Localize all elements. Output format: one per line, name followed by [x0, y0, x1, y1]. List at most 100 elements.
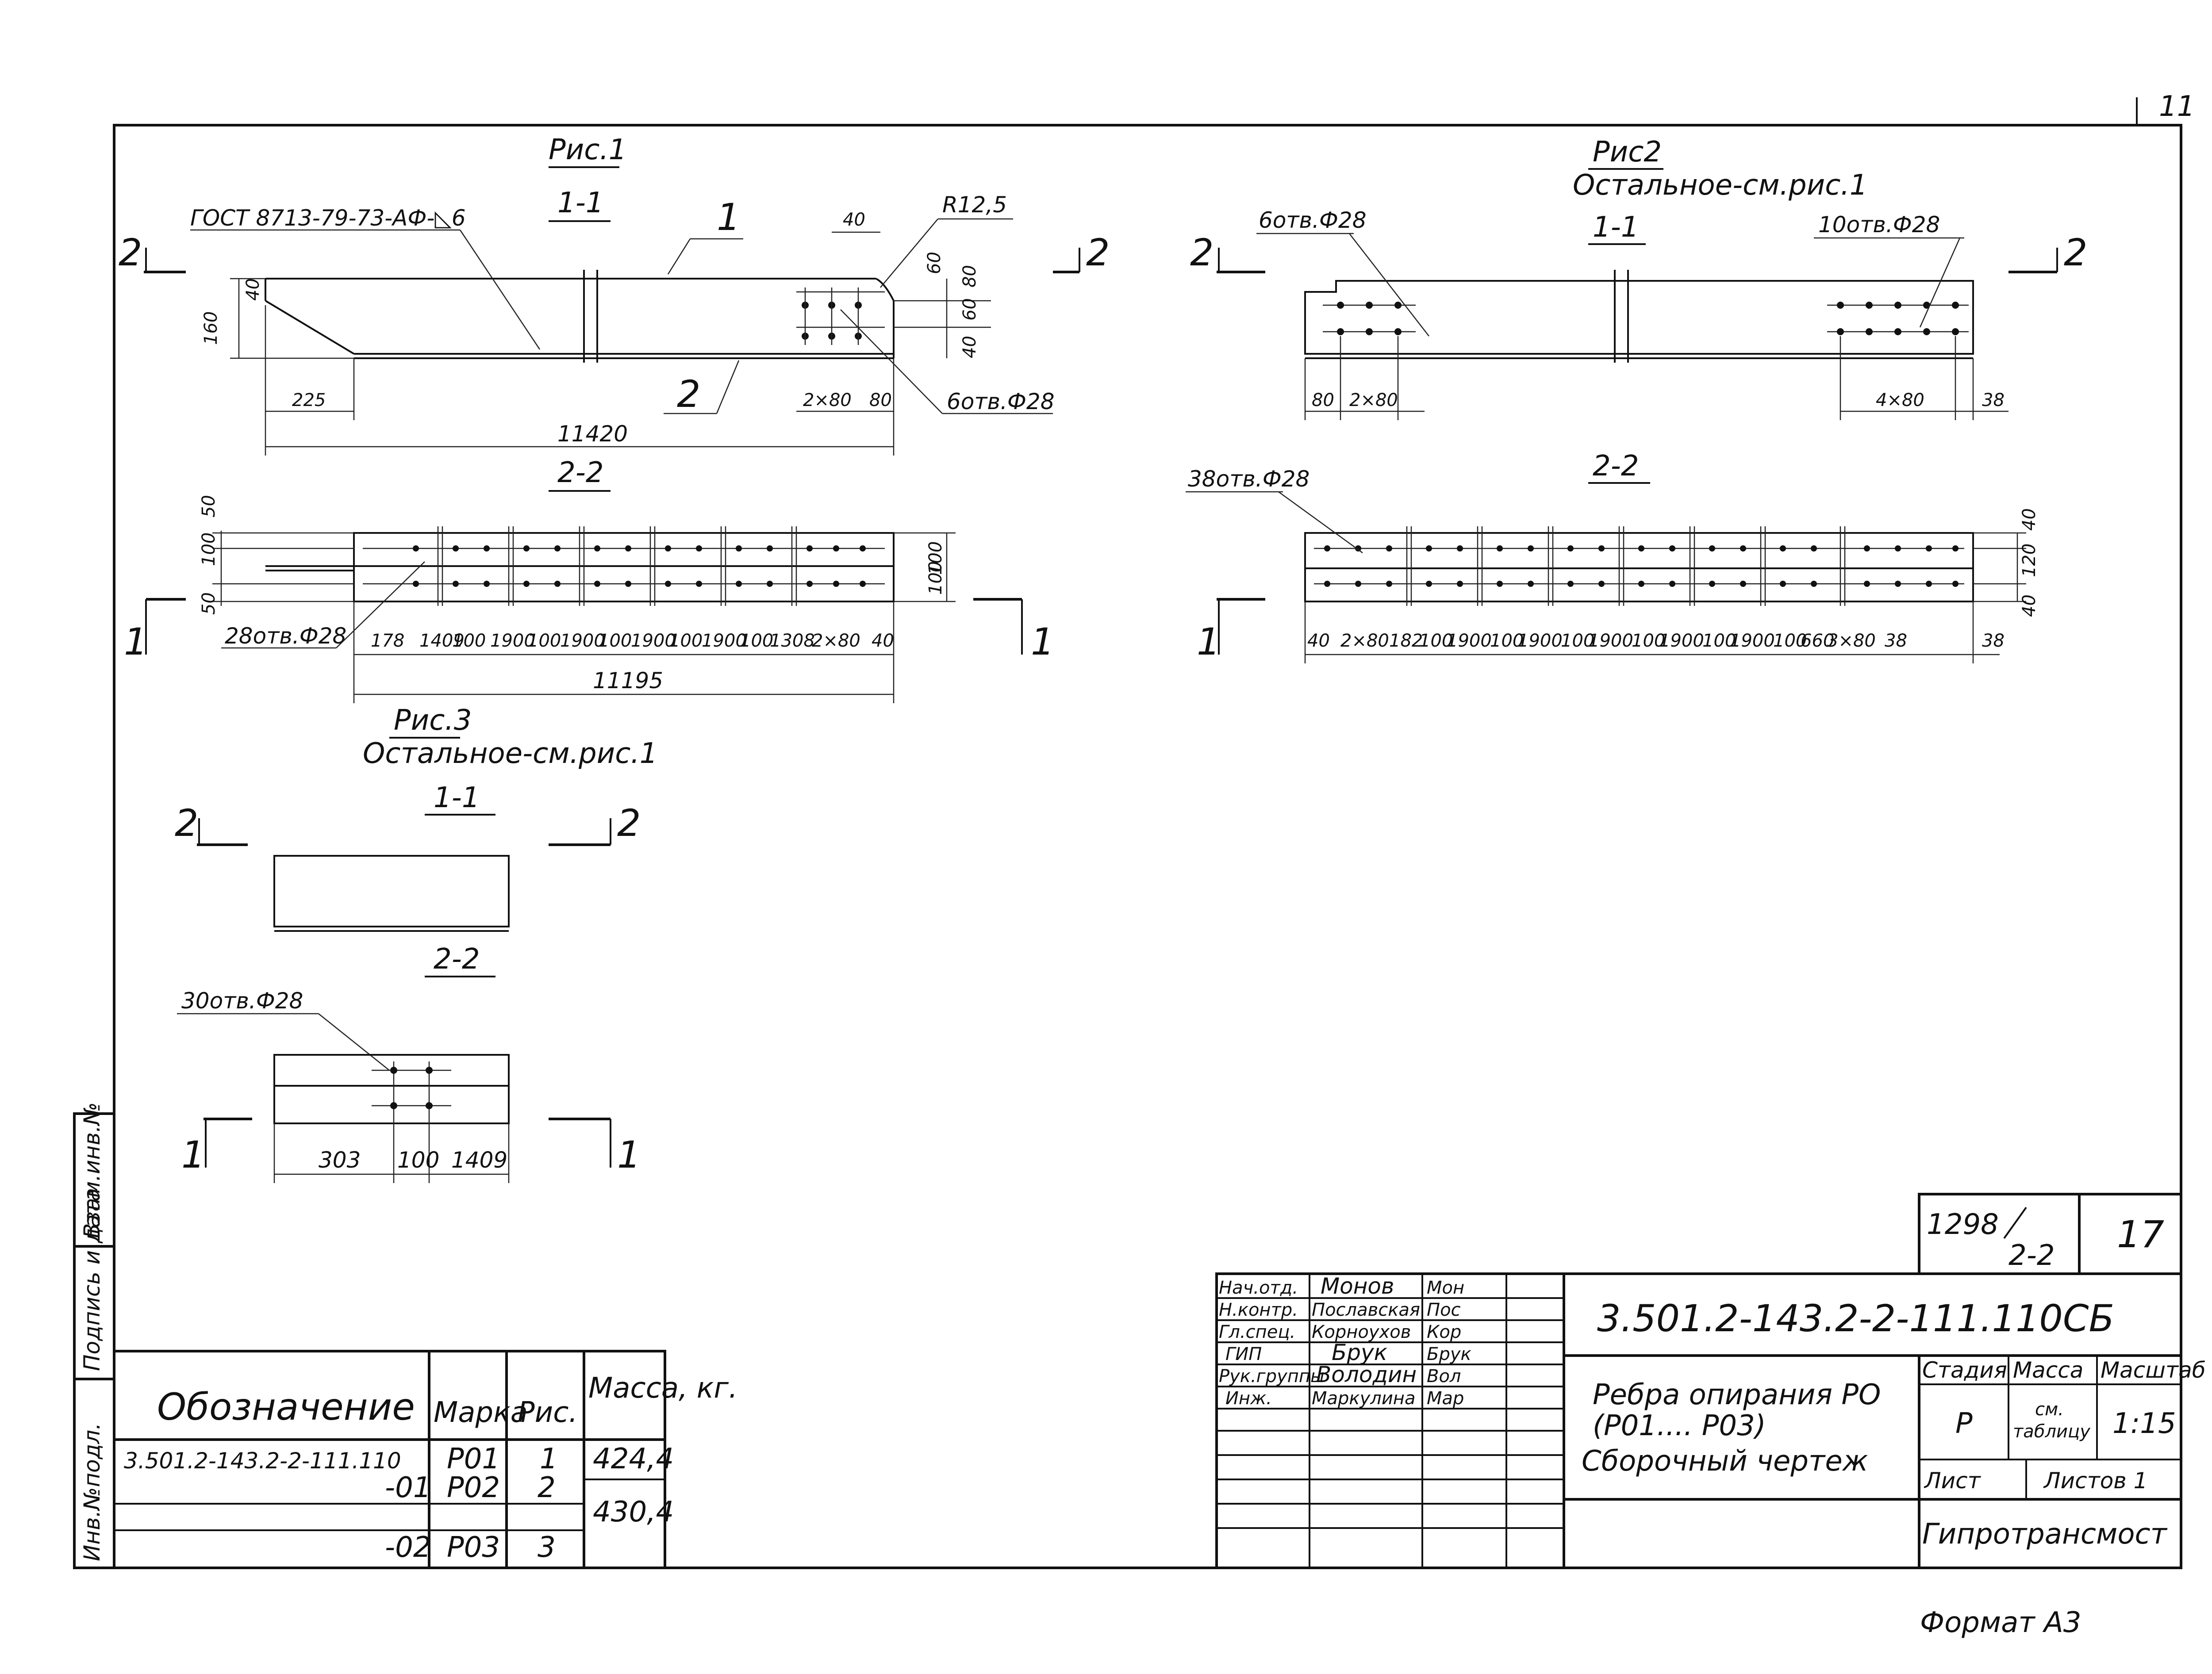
fig1-section-11: 1-1: [557, 187, 604, 219]
spec-row1-fig: 1: [540, 1443, 558, 1475]
spec-row1-mark: Р01: [447, 1443, 500, 1475]
svg-text:Гл.спец.: Гл.спец.: [1219, 1322, 1295, 1342]
title-rows: [1217, 1297, 1564, 1529]
svg-text:50: 50: [199, 495, 219, 517]
svg-text:60: 60: [960, 298, 980, 321]
fig3-plan-outline: [273, 1054, 510, 1124]
svg-text:660: 660: [1801, 631, 1834, 651]
svg-text:Брук: Брук: [1332, 1340, 1387, 1365]
svg-text:1900: 1900: [1517, 631, 1563, 651]
fig1-section-22: 2-2: [557, 456, 604, 489]
spec-table: Обозначение Марка Рис. Масса, кг. 3.501.…: [113, 1350, 737, 1569]
fig1-cut-2-left: 2: [119, 231, 142, 274]
svg-text:1900: 1900: [1659, 631, 1704, 651]
stage-label: Стадия: [1922, 1357, 2007, 1383]
drawing-name-2: (Р01.... Р03): [1593, 1410, 1766, 1442]
svg-text:Рук.группы: Рук.группы: [1219, 1366, 1325, 1387]
title-block: 1298 2-2 17 Нач.от: [1215, 1193, 2206, 1569]
svg-text:120: 120: [2019, 544, 2039, 577]
spec-row2-fig: 2: [538, 1471, 556, 1504]
svg-text:Пославская: Пославская: [1312, 1300, 1420, 1320]
svg-text:40: 40: [2019, 508, 2039, 531]
svg-text:100: 100: [1773, 631, 1807, 651]
sheet-number: 17: [2117, 1213, 2164, 1256]
svg-text:80: 80: [1312, 390, 1334, 410]
svg-text:40: 40: [960, 336, 980, 358]
svg-text:100: 100: [1419, 631, 1453, 651]
svg-text:40: 40: [1307, 631, 1330, 651]
svg-text:38: 38: [1982, 390, 2005, 410]
svg-text:182: 182: [1389, 631, 1423, 651]
svg-text:100: 100: [199, 532, 219, 566]
svg-text:225: 225: [292, 390, 326, 410]
fig2-holes-22-label: 38отв.Ф28: [1188, 466, 1310, 492]
svg-text:100: 100: [598, 631, 632, 651]
svg-text:2×80: 2×80: [1349, 390, 1398, 410]
stage-value: Р: [1955, 1407, 1973, 1440]
mass-value-1: см.: [2035, 1399, 2064, 1420]
svg-text:60: 60: [924, 252, 945, 274]
fig2-subtitle: Остальное-см.рис.1: [1573, 169, 1867, 202]
svg-text:80: 80: [869, 390, 892, 410]
fig2-plan-holes: [1314, 545, 1964, 587]
fig3-cut-1-right: 1: [617, 1133, 641, 1176]
side-stamp: Инв.№подл. Подпись и дата Взам.инв.№: [73, 1102, 115, 1569]
fig1-holes-bottom-label: 28отв.Ф28: [225, 623, 346, 649]
spec-header-mark: Марка: [434, 1396, 528, 1429]
svg-text:100: 100: [1632, 631, 1665, 651]
spec-row1-designation: 3.501.2-143.2-2-111.110: [124, 1448, 401, 1474]
fig1-callout-1-leader: [667, 238, 691, 275]
fig3-dim-3: 1409: [451, 1147, 507, 1173]
fig1-plan-total: 11195: [593, 668, 663, 693]
svg-text:100: 100: [926, 561, 946, 595]
sheet-label: Лист: [1924, 1468, 1982, 1494]
side-stamp-sign: Подпись и дата: [79, 1188, 105, 1371]
fig2-cut-1-left: 1: [1197, 620, 1220, 663]
svg-text:2×80: 2×80: [812, 631, 860, 651]
spec-header-fig: Рис.: [518, 1396, 578, 1429]
fig2-section-22: 2-2: [1593, 450, 1639, 483]
svg-text:100: 100: [669, 631, 703, 651]
svg-text:Мон: Мон: [1427, 1278, 1464, 1298]
svg-text:1409: 1409: [419, 631, 465, 651]
drawing-name-1: Ребра опирания РО: [1593, 1379, 1881, 1411]
fig1-callout-1: 1: [717, 195, 740, 239]
side-stamp-replace: Взам.инв.№: [79, 1102, 105, 1238]
svg-text:80: 80: [960, 265, 980, 287]
fig3-cut-1-left: 1: [181, 1133, 205, 1176]
fig1-cut-1-left: 1: [124, 620, 147, 663]
svg-text:160: 160: [201, 311, 221, 345]
fig3-section-22: 2-2: [434, 943, 480, 976]
svg-text:Мар: Мар: [1427, 1388, 1464, 1409]
fig3-dim-1: 303: [319, 1147, 361, 1173]
svg-text:Нач.отд.: Нач.отд.: [1219, 1278, 1298, 1298]
svg-text:Корноухов: Корноухов: [1312, 1322, 1411, 1342]
fig2-title: Рис2: [1593, 136, 1662, 169]
svg-text:Н.контр.: Н.контр.: [1219, 1300, 1298, 1320]
fig1-radius-leader: [880, 218, 938, 288]
svg-text:Пос: Пос: [1427, 1300, 1461, 1320]
svg-text:1900: 1900: [490, 631, 535, 651]
sheets-label: Листов 1: [2043, 1468, 2147, 1494]
svg-text:40: 40: [872, 631, 894, 651]
fig2-holes-right-label: 10отв.Ф28: [1818, 212, 1940, 238]
fig1-holes-top-label: 6отв.Ф28: [947, 389, 1055, 414]
fig1-holes-bottom-leader: [336, 561, 425, 648]
fig2-holes-22-leader: [1278, 491, 1363, 554]
drawing-code: 3.501.2-143.2-2-111.110СБ: [1597, 1297, 2114, 1340]
svg-text:Маркулина: Маркулина: [1312, 1388, 1415, 1409]
svg-text:178: 178: [371, 631, 404, 651]
fig1-plan-chain: 178 1409 100 1900 100 1900 100 1900 100 …: [371, 631, 894, 651]
spec-row2-mark: Р02: [447, 1471, 500, 1504]
title-roles: Нач.отд. Н.контр. Гл.спец. ГИП Рук.групп…: [1219, 1273, 1471, 1409]
svg-text:40: 40: [2019, 594, 2039, 617]
side-stamp-inv: Инв.№подл.: [79, 1423, 105, 1561]
fig2-plan-chain: 40 2×80 182 100 1900 100 1900 100 1900 1…: [1307, 631, 2005, 651]
fig1-cut-1-right: 1: [1031, 620, 1054, 663]
fig3-plan-holes: [372, 1061, 451, 1115]
album-number: 1298: [1927, 1208, 1999, 1241]
scale-label: Масштаб: [2101, 1357, 2206, 1383]
fig2: Рис2 Остальное-см.рис.1 1-1 2 2 6отв.Ф28…: [1186, 136, 2087, 663]
fig1-title: Рис.1: [549, 134, 626, 166]
